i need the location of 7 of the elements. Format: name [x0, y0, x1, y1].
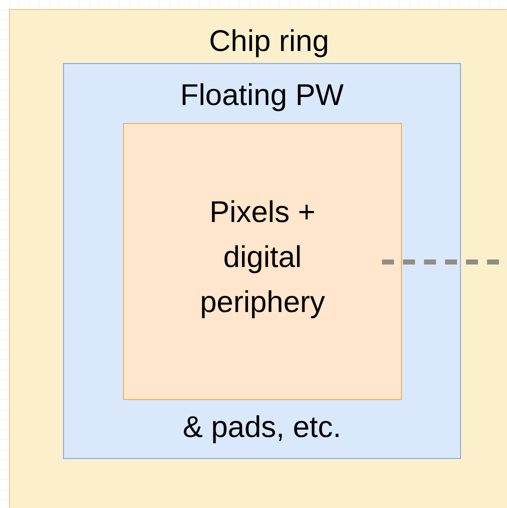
- region-label: Pixels + digital periphery: [198, 195, 326, 321]
- pixel-matrix-region: [123, 123, 402, 400]
- region-label: Chip ring: [208, 24, 330, 60]
- region-label: & pads, etc.: [182, 410, 342, 446]
- floating-pw-region: [63, 63, 461, 459]
- chip-ring-region: [9, 9, 507, 508]
- region-label: Floating PW: [179, 78, 345, 114]
